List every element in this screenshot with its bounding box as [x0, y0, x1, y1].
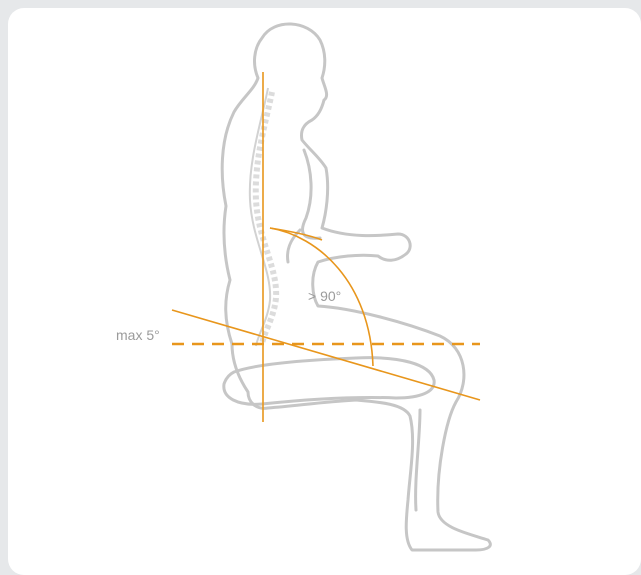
tilt-label: max 5° — [116, 327, 160, 343]
guide-lines — [172, 72, 480, 422]
arm-outline — [288, 150, 321, 262]
angle-label: > 90° — [308, 288, 341, 304]
seat-cushion — [224, 358, 434, 405]
seat-outline — [224, 358, 434, 405]
diagram-card: > 90° max 5° — [8, 8, 641, 575]
leg-inner-outline — [416, 410, 420, 510]
seat-tilt-line — [172, 310, 480, 400]
